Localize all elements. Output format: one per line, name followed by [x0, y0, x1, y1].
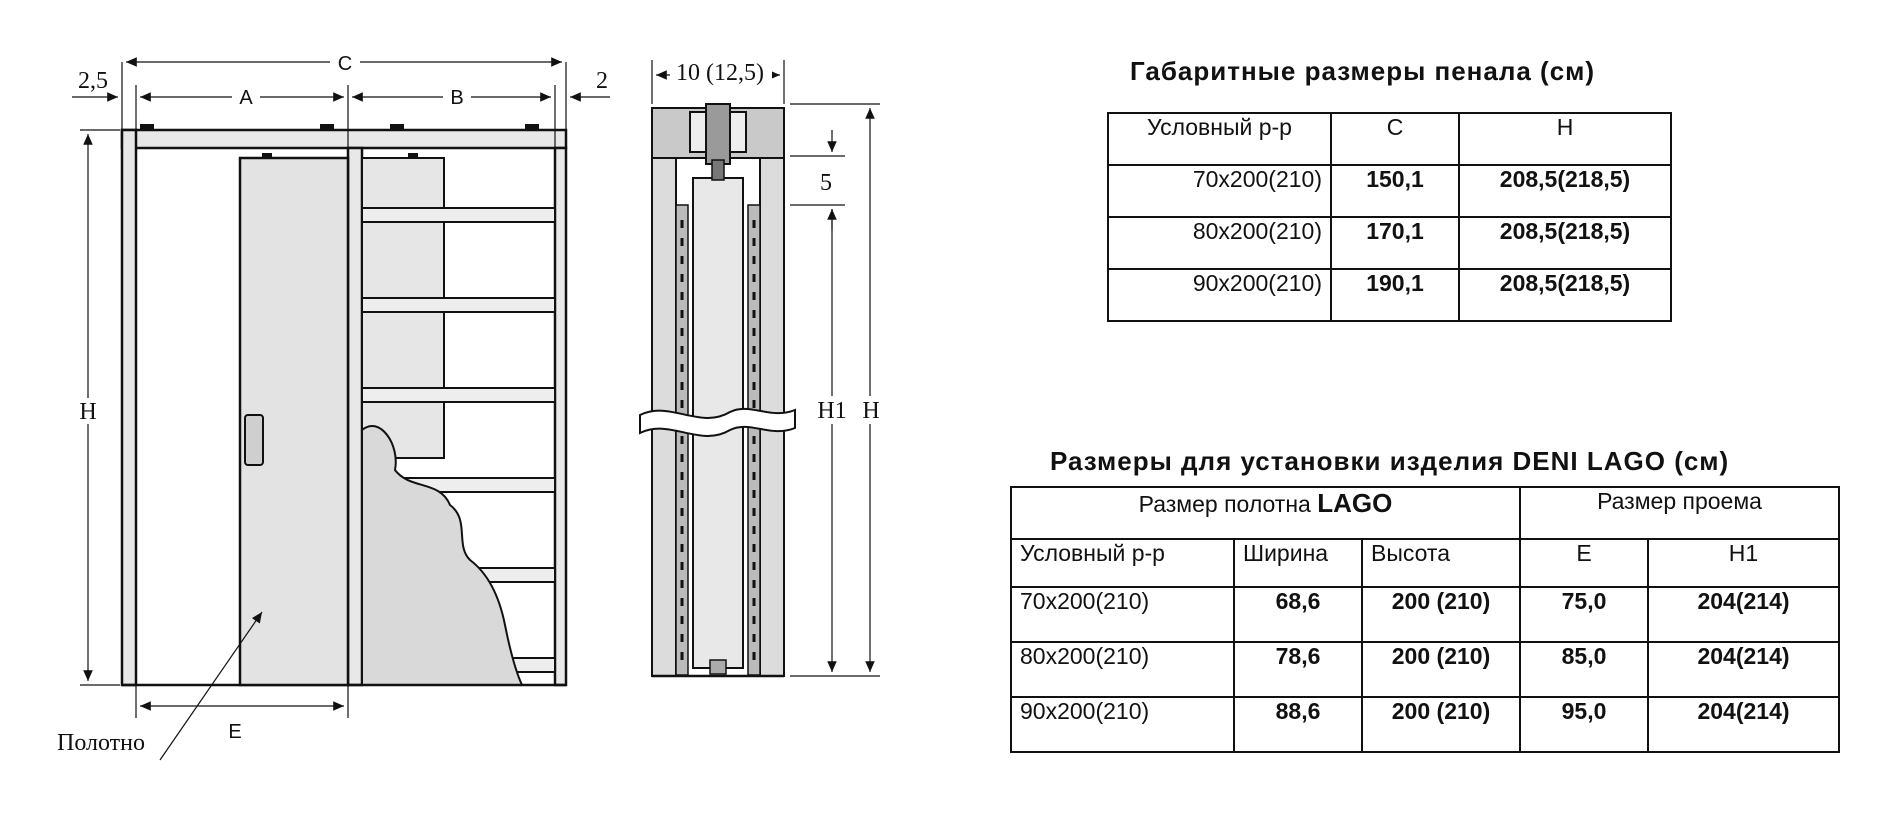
- break-mark: [639, 407, 796, 437]
- middle-stud: [346, 146, 364, 687]
- rollers: [140, 124, 539, 159]
- plaster-cutaway: [361, 425, 524, 686]
- dim-b-label: B: [450, 87, 463, 109]
- t1-header-size: Условный р-р: [1107, 112, 1332, 166]
- dim-c-label: C: [338, 53, 352, 75]
- t2-group-opening: Размер проема: [1519, 486, 1840, 540]
- t2-header-size: Условный р-р: [1010, 538, 1235, 588]
- top-beam: [120, 128, 568, 150]
- dim-side-h-label: H: [862, 398, 879, 424]
- table-row: 70x200(210) 68,6 200 (210) 75,0 204(214): [1010, 586, 1840, 643]
- front-view: C A B 2,5 2 H E Полотно: [57, 50, 610, 761]
- technical-drawing: C A B 2,5 2 H E Полотно: [57, 50, 886, 761]
- t2-header-h1: H1: [1647, 538, 1840, 588]
- door-handle: [244, 414, 264, 466]
- t2-header-height: Высота: [1361, 538, 1521, 588]
- installation-dimensions-table: Размер полотна LAGO Размер проема Условн…: [1010, 486, 1840, 753]
- table-row: 90x200(210) 88,6 200 (210) 95,0 204(214): [1010, 696, 1840, 753]
- dim-e-label: E: [228, 721, 241, 743]
- pocket-dimensions-table: Условный р-р C H 70x200(210) 150,1 208,5…: [1107, 112, 1672, 322]
- side-left-wall: [651, 107, 677, 677]
- table-row: 80x200(210) 170,1 208,5(218,5): [1107, 216, 1672, 270]
- dim-h-label: H: [79, 399, 96, 425]
- table-row: 70x200(210) 150,1 208,5(218,5): [1107, 164, 1672, 218]
- table2-title-text: Размеры для установки изделия DENI LAGO: [1050, 446, 1666, 476]
- dim-h1-label: H1: [817, 398, 846, 424]
- side-right-wall: [759, 107, 785, 677]
- table2-title: Размеры для установки изделия DENI LAGO …: [1050, 446, 1729, 477]
- dim-left-margin: 2,5: [78, 68, 108, 94]
- dim-side-width: 10 (12,5): [676, 60, 764, 86]
- table-row: 80x200(210) 78,6 200 (210) 85,0 204(214): [1010, 641, 1840, 698]
- table-row: 90x200(210) 190,1 208,5(218,5): [1107, 268, 1672, 322]
- t1-header-c: C: [1330, 112, 1460, 166]
- side-view: 10 (12,5) 5 H1 H: [639, 58, 886, 678]
- label-door-leaf: Полотно: [57, 730, 145, 756]
- t2-header-width: Ширина: [1233, 538, 1363, 588]
- t1-header-h: H: [1458, 112, 1672, 166]
- dim-right-margin: 2: [596, 68, 608, 94]
- t2-group-leaf-brand: LAGO: [1317, 488, 1393, 518]
- dim-a-label: A: [239, 87, 253, 109]
- t2-group-leaf: Размер полотна LAGO: [1010, 486, 1521, 540]
- dim-side-gap: 5: [820, 170, 832, 196]
- right-stud: [553, 146, 568, 687]
- t2-header-e: E: [1519, 538, 1649, 588]
- left-jamb: [120, 128, 138, 687]
- table1-title: Габаритные размеры пенала (см): [1130, 56, 1596, 86]
- t2-group-leaf-prefix: Размер полотна: [1138, 491, 1311, 517]
- table2-title-unit: (см): [1674, 446, 1730, 476]
